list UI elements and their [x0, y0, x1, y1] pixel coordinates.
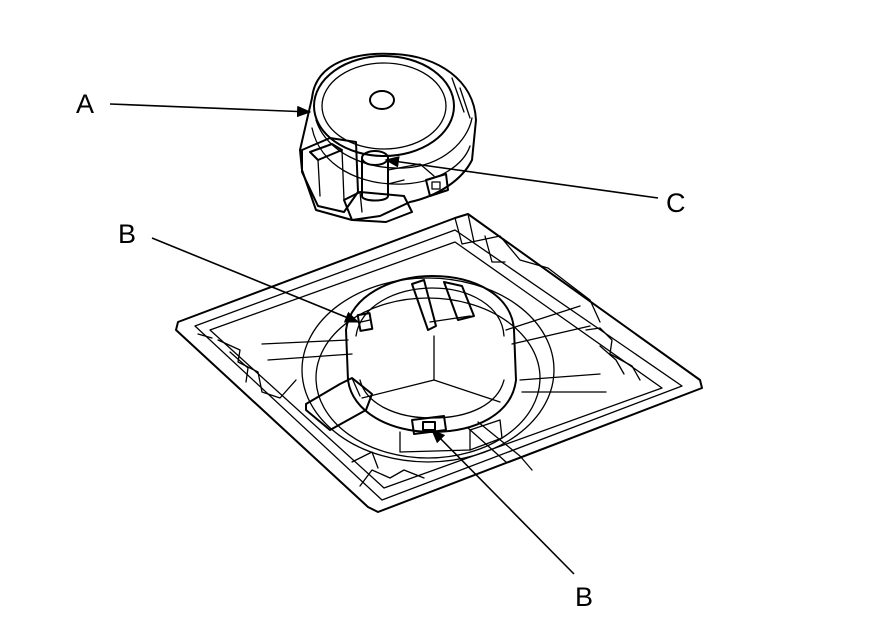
callout-labels: A B C B: [76, 89, 686, 612]
leader-c: [384, 156, 659, 199]
leader-a: [109, 103, 312, 118]
mounting-ring: [305, 275, 517, 453]
callout-b-lower: B: [575, 582, 593, 612]
mounting-base-plate: [175, 213, 703, 513]
callout-leaders: [109, 103, 659, 575]
callout-c: C: [666, 188, 686, 218]
leader-b-upper: [151, 237, 360, 323]
tweeter-speaker: [299, 52, 477, 223]
leader-b-lower: [430, 428, 575, 575]
callout-b-upper: B: [118, 219, 136, 249]
callout-a: A: [76, 89, 94, 119]
